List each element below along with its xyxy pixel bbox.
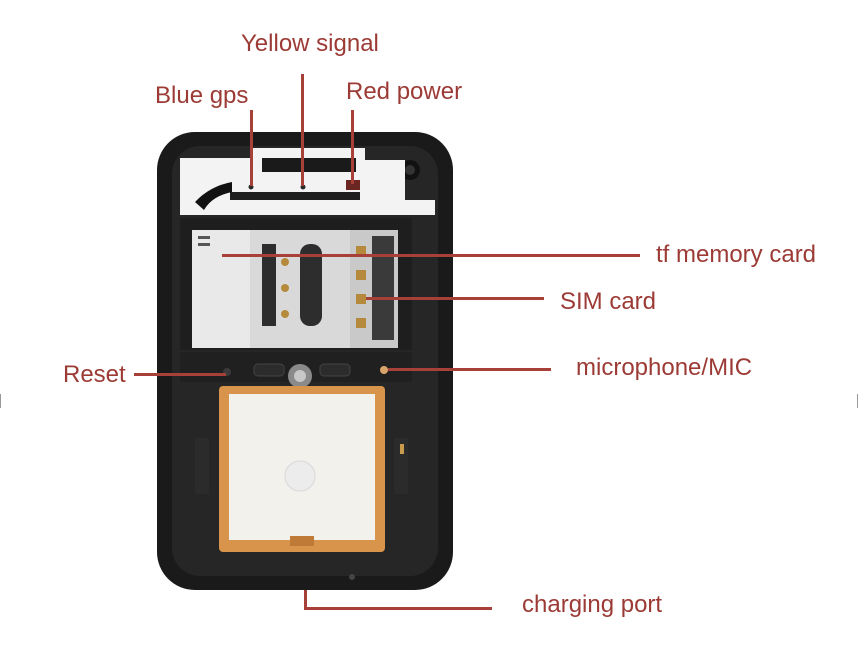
leader-line-blue-gps — [250, 110, 253, 186]
label-microphone: microphone/MIC — [576, 354, 753, 381]
leader-line-red-power — [351, 110, 354, 184]
leader-line-microphone — [388, 368, 551, 371]
leader-line-yellow-signal — [301, 74, 304, 186]
label-sim-card: SIM card — [560, 288, 657, 315]
label-red-power: Red power — [346, 78, 463, 105]
leader-line-charging-port-horizontal — [304, 607, 492, 610]
label-tf-memory-card: tf memory card — [656, 241, 817, 268]
leader-line-reset — [134, 373, 226, 376]
left-edge-mark — [0, 394, 1, 408]
leader-line-sim-card — [366, 297, 544, 300]
label-blue-gps: Blue gps — [155, 82, 249, 109]
label-reset: Reset — [63, 361, 126, 388]
leader-line-tf-memory-card — [222, 254, 640, 257]
leader-line-charging-port-vertical — [304, 590, 307, 610]
label-charging-port: charging port — [522, 591, 663, 618]
right-edge-mark — [857, 394, 858, 408]
label-yellow-signal: Yellow signal — [241, 30, 379, 57]
